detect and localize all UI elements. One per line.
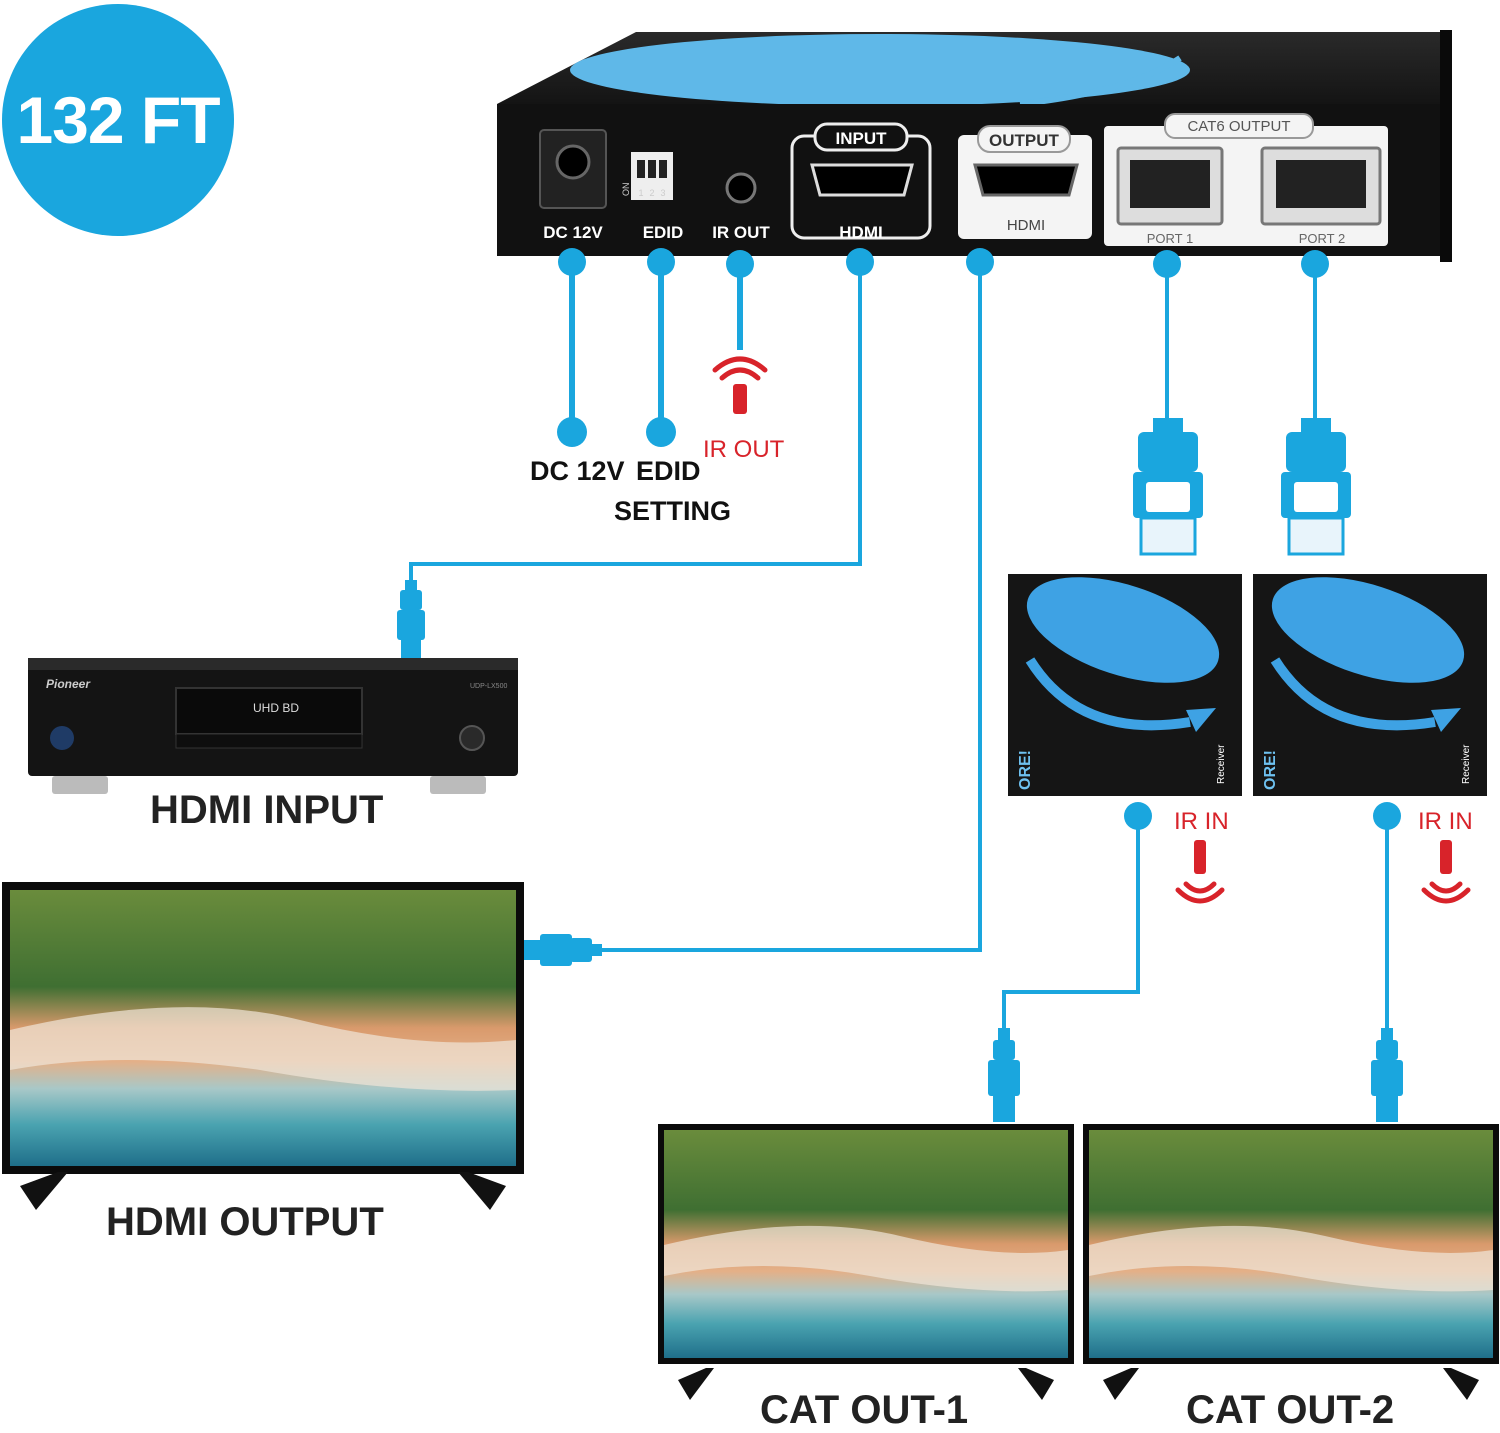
dot-ir-in-1	[1124, 802, 1152, 830]
tv-hdmi-output	[2, 882, 524, 1210]
dot-edid-top	[647, 248, 675, 276]
ir-receiver-1-icon	[1175, 840, 1225, 904]
dot-hdmi-out-top	[966, 248, 994, 276]
callout-ir-out: IR OUT	[703, 436, 785, 463]
dip-number-2: 2	[649, 188, 654, 198]
receiver-1: ORE! Receiver	[1008, 574, 1242, 796]
player-brand: Pioneer	[46, 677, 91, 691]
distance-badge-text: 132 FT	[16, 83, 220, 157]
device-output-header: OUTPUT	[989, 131, 1060, 150]
dot-edid-bottom	[646, 417, 676, 447]
dot-hdmi-in-top	[846, 248, 874, 276]
ir-emitter-icon	[712, 356, 768, 414]
receiver-1-brand: ORE!	[1017, 750, 1034, 790]
callout-edid-line1: EDID	[636, 456, 701, 486]
device-port-1: PORT 1	[1147, 231, 1193, 246]
rj45-plug-2-icon	[1281, 418, 1351, 556]
bluray-player: Pioneer UHD BD UDP-LX500	[28, 658, 518, 794]
receiver-2: ORE! Receiver	[1253, 574, 1487, 796]
device-label-hdmi: HDMI	[839, 223, 882, 242]
device-label-ir-out: IR OUT	[712, 223, 770, 242]
player-model: UDP-LX500	[470, 683, 507, 690]
hdmi-plug-cat2-icon	[1371, 1028, 1403, 1122]
receiver-2-side: Receiver	[1461, 744, 1472, 784]
device-port-2: PORT 2	[1299, 231, 1345, 246]
dot-port1-top	[1153, 250, 1181, 278]
dot-port2-top	[1301, 250, 1329, 278]
splitter-device: DC 12V EDID IR OUT HDMI INPUT OUTPUT HDM…	[497, 30, 1452, 262]
ir-jack-icon	[725, 172, 757, 204]
device-cat6-header: CAT6 OUTPUT	[1187, 118, 1290, 135]
label-cat-out-1: CAT OUT-1	[760, 1388, 969, 1432]
dot-dc-bottom	[557, 417, 587, 447]
rj45-plug-1-icon	[1133, 418, 1203, 556]
dot-dc-top	[558, 248, 586, 276]
tv-cat-out-2	[1083, 1124, 1499, 1400]
distance-badge: 132 FT	[2, 4, 234, 236]
label-hdmi-input: HDMI INPUT	[150, 788, 384, 832]
receiver-2-brand: ORE!	[1262, 750, 1279, 790]
callout-ir-in-1: IR IN	[1174, 808, 1229, 835]
dip-on-label: ON	[621, 183, 631, 197]
dot-ir-out-top	[726, 250, 754, 278]
label-cat-out-2: CAT OUT-2	[1186, 1388, 1395, 1432]
dip-number-3: 3	[660, 188, 665, 198]
hdmi-output-port-icon	[973, 163, 1079, 197]
hdmi-input-port-icon	[810, 163, 914, 197]
label-hdmi-output: HDMI OUTPUT	[106, 1200, 384, 1244]
device-input-header: INPUT	[836, 129, 888, 148]
device-output-hdmi: HDMI	[1007, 217, 1045, 234]
callout-dc: DC 12V	[530, 456, 625, 486]
player-display: UHD BD	[253, 701, 299, 715]
hdmi-plug-tv-icon	[520, 934, 602, 966]
connector-dots	[557, 248, 1401, 830]
hdmi-plug-cat1-icon	[988, 1028, 1020, 1122]
receiver-1-side: Receiver	[1216, 744, 1227, 784]
device-label-edid: EDID	[643, 223, 684, 242]
device-label-dc: DC 12V	[543, 223, 603, 242]
callout-ir-in-2: IR IN	[1418, 808, 1473, 835]
tv-cat-out-1	[658, 1124, 1074, 1400]
callout-edid-line2: SETTING	[614, 496, 732, 526]
dip-number-1: 1	[638, 188, 643, 198]
cables	[409, 262, 1389, 1030]
ir-receiver-2-icon	[1421, 840, 1471, 904]
hdmi-plug-player-icon	[397, 580, 425, 658]
dot-ir-in-2	[1373, 802, 1401, 830]
